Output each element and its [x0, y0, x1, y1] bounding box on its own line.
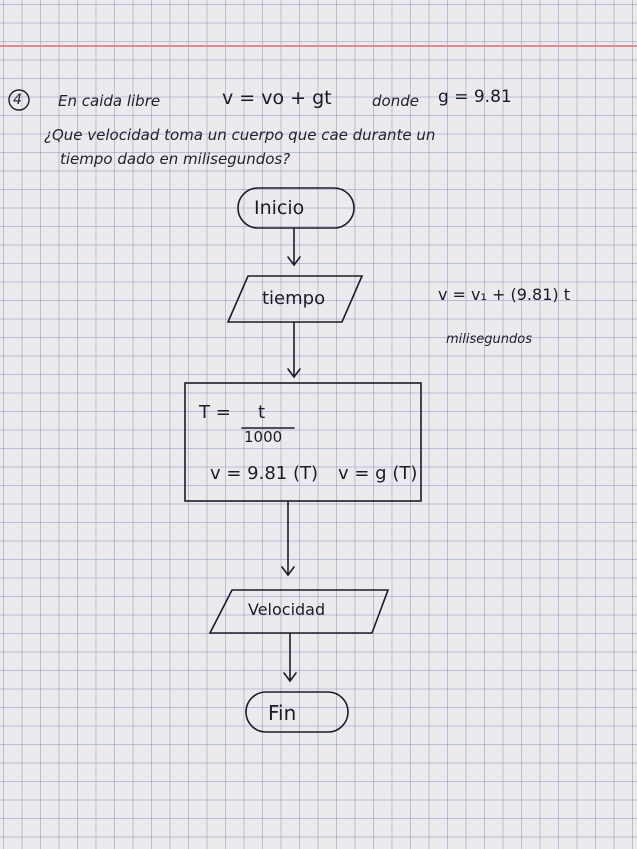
side-formula: v = v₁ + (9.81) t — [438, 285, 570, 304]
margin-line — [0, 45, 637, 47]
process-T-lhs: T = — [199, 402, 231, 423]
process-velocity-symbolic: v = g (T) — [338, 463, 418, 484]
process-box — [184, 382, 422, 502]
start-terminal — [237, 187, 355, 229]
output-parallelogram — [208, 589, 390, 634]
question-line-1: ¿Que velocidad toma un cuerpo que cae du… — [44, 126, 436, 144]
problem-number: 4 — [13, 92, 22, 108]
arrow-head — [287, 256, 301, 267]
process-velocity-numeric: v = 9.81 (T) — [210, 463, 319, 484]
input-parallelogram — [226, 275, 364, 323]
free-fall-formula: v = vo + gt — [222, 87, 332, 109]
process-denominator: 1000 — [244, 428, 283, 446]
end-label: Fin — [268, 701, 297, 725]
problem-intro: En caida libre — [58, 92, 161, 110]
arrow-head — [281, 566, 295, 577]
arrow-head — [287, 368, 301, 379]
side-unit: milisegundos — [446, 332, 532, 347]
arrow-head — [283, 672, 297, 683]
output-label: Velocidad — [248, 600, 326, 619]
input-label: tiempo — [262, 288, 326, 309]
process-numerator: t — [258, 402, 266, 423]
start-label: Inicio — [254, 197, 305, 219]
end-terminal — [245, 691, 349, 733]
where-word: donde — [372, 92, 419, 110]
question-line-2: tiempo dado en milisegundos? — [60, 150, 291, 168]
number-circle — [8, 89, 30, 111]
g-value: g = 9.81 — [438, 87, 512, 107]
